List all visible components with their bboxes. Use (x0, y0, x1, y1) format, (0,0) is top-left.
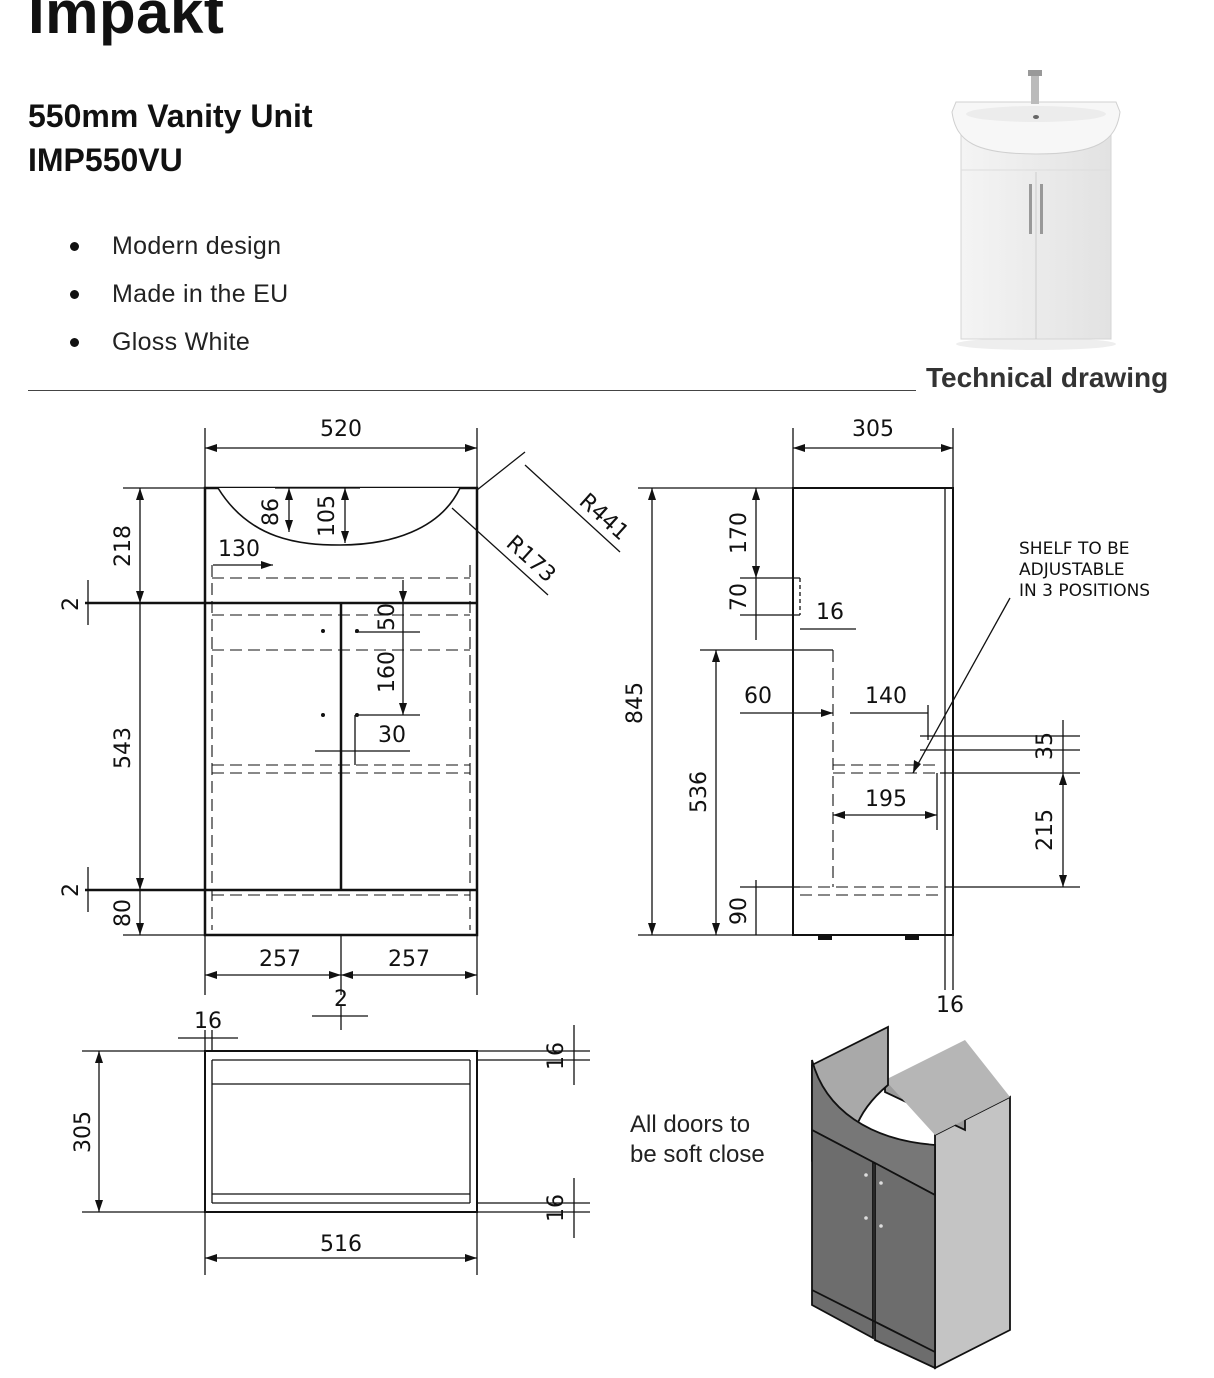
dim-door-gap: 2 (334, 987, 348, 1012)
feature-text: Modern design (112, 232, 282, 260)
product-name: 550mm Vanity Unit (28, 98, 313, 134)
soft-close-line2: be soft close (630, 1141, 765, 1168)
isometric-view (811, 1025, 1011, 1370)
dim-side-170: 170 (727, 512, 752, 554)
dim-hinge-160: 160 (375, 651, 400, 693)
dim-handle-30: 30 (378, 723, 406, 748)
dim-hinge-50: 50 (375, 603, 400, 631)
dim-side-16a: 16 (816, 600, 844, 625)
dim-top-218: 218 (111, 525, 136, 567)
dim-side-195: 195 (865, 787, 907, 812)
technical-drawing: 520 R441 R173 86 105 130 218 2 543 2 80 … (59, 417, 1150, 1370)
dim-basin-105: 105 (315, 495, 340, 537)
section-divider (28, 390, 916, 391)
soft-close-note: All doors to be soft close (630, 1110, 765, 1170)
dim-side-16b: 16 (936, 993, 964, 1018)
feature-text: Gloss White (112, 328, 251, 356)
section-title: Technical drawing (926, 362, 1169, 393)
dim-side-depth: 305 (852, 417, 894, 442)
dim-side-90: 90 (727, 897, 752, 925)
product-code: IMP550VU (28, 142, 183, 178)
bullet-icon (70, 338, 79, 347)
bullet-icon (70, 290, 79, 299)
dim-basin-86: 86 (259, 498, 284, 526)
dim-side-215: 215 (1033, 809, 1058, 851)
product-photo (951, 70, 1121, 350)
dim-plan-depth: 305 (71, 1111, 96, 1153)
feature-item: Gloss White (66, 318, 289, 366)
brand-title: Impakt (28, 0, 225, 46)
dim-side-height: 845 (623, 682, 648, 724)
dim-plan-16-top: 16 (544, 1042, 569, 1070)
dim-side-536: 536 (687, 771, 712, 813)
feature-text: Made in the EU (112, 280, 289, 308)
shelf-note-line2: ADJUSTABLE (1019, 560, 1125, 580)
dim-front-width: 520 (320, 417, 362, 442)
feature-list: Modern design Made in the EU Gloss White (66, 222, 289, 366)
dim-plan-panel: 16 (194, 1009, 222, 1034)
dim-basin-130: 130 (218, 537, 260, 562)
product-heading: 550mm Vanity Unit IMP550VU (28, 94, 313, 182)
dim-gap-top: 2 (59, 597, 84, 611)
dim-side-140: 140 (865, 684, 907, 709)
dim-door-left: 257 (259, 947, 301, 972)
dim-gap-bottom: 2 (59, 883, 84, 897)
feature-item: Modern design (66, 222, 289, 270)
bullet-icon (70, 242, 79, 251)
shelf-note-line1: SHELF TO BE (1019, 539, 1130, 559)
feature-item: Made in the EU (66, 270, 289, 318)
dim-side-60: 60 (744, 684, 772, 709)
dim-plan-16-bottom: 16 (544, 1194, 569, 1222)
dim-plinth-80: 80 (111, 899, 136, 927)
shelf-note-line3: IN 3 POSITIONS (1019, 581, 1150, 601)
dim-plan-width: 516 (320, 1232, 362, 1257)
dim-side-35: 35 (1033, 732, 1058, 760)
dim-door-543: 543 (111, 727, 136, 769)
soft-close-line1: All doors to (630, 1111, 751, 1138)
dim-side-70: 70 (727, 583, 752, 611)
dim-door-right: 257 (388, 947, 430, 972)
